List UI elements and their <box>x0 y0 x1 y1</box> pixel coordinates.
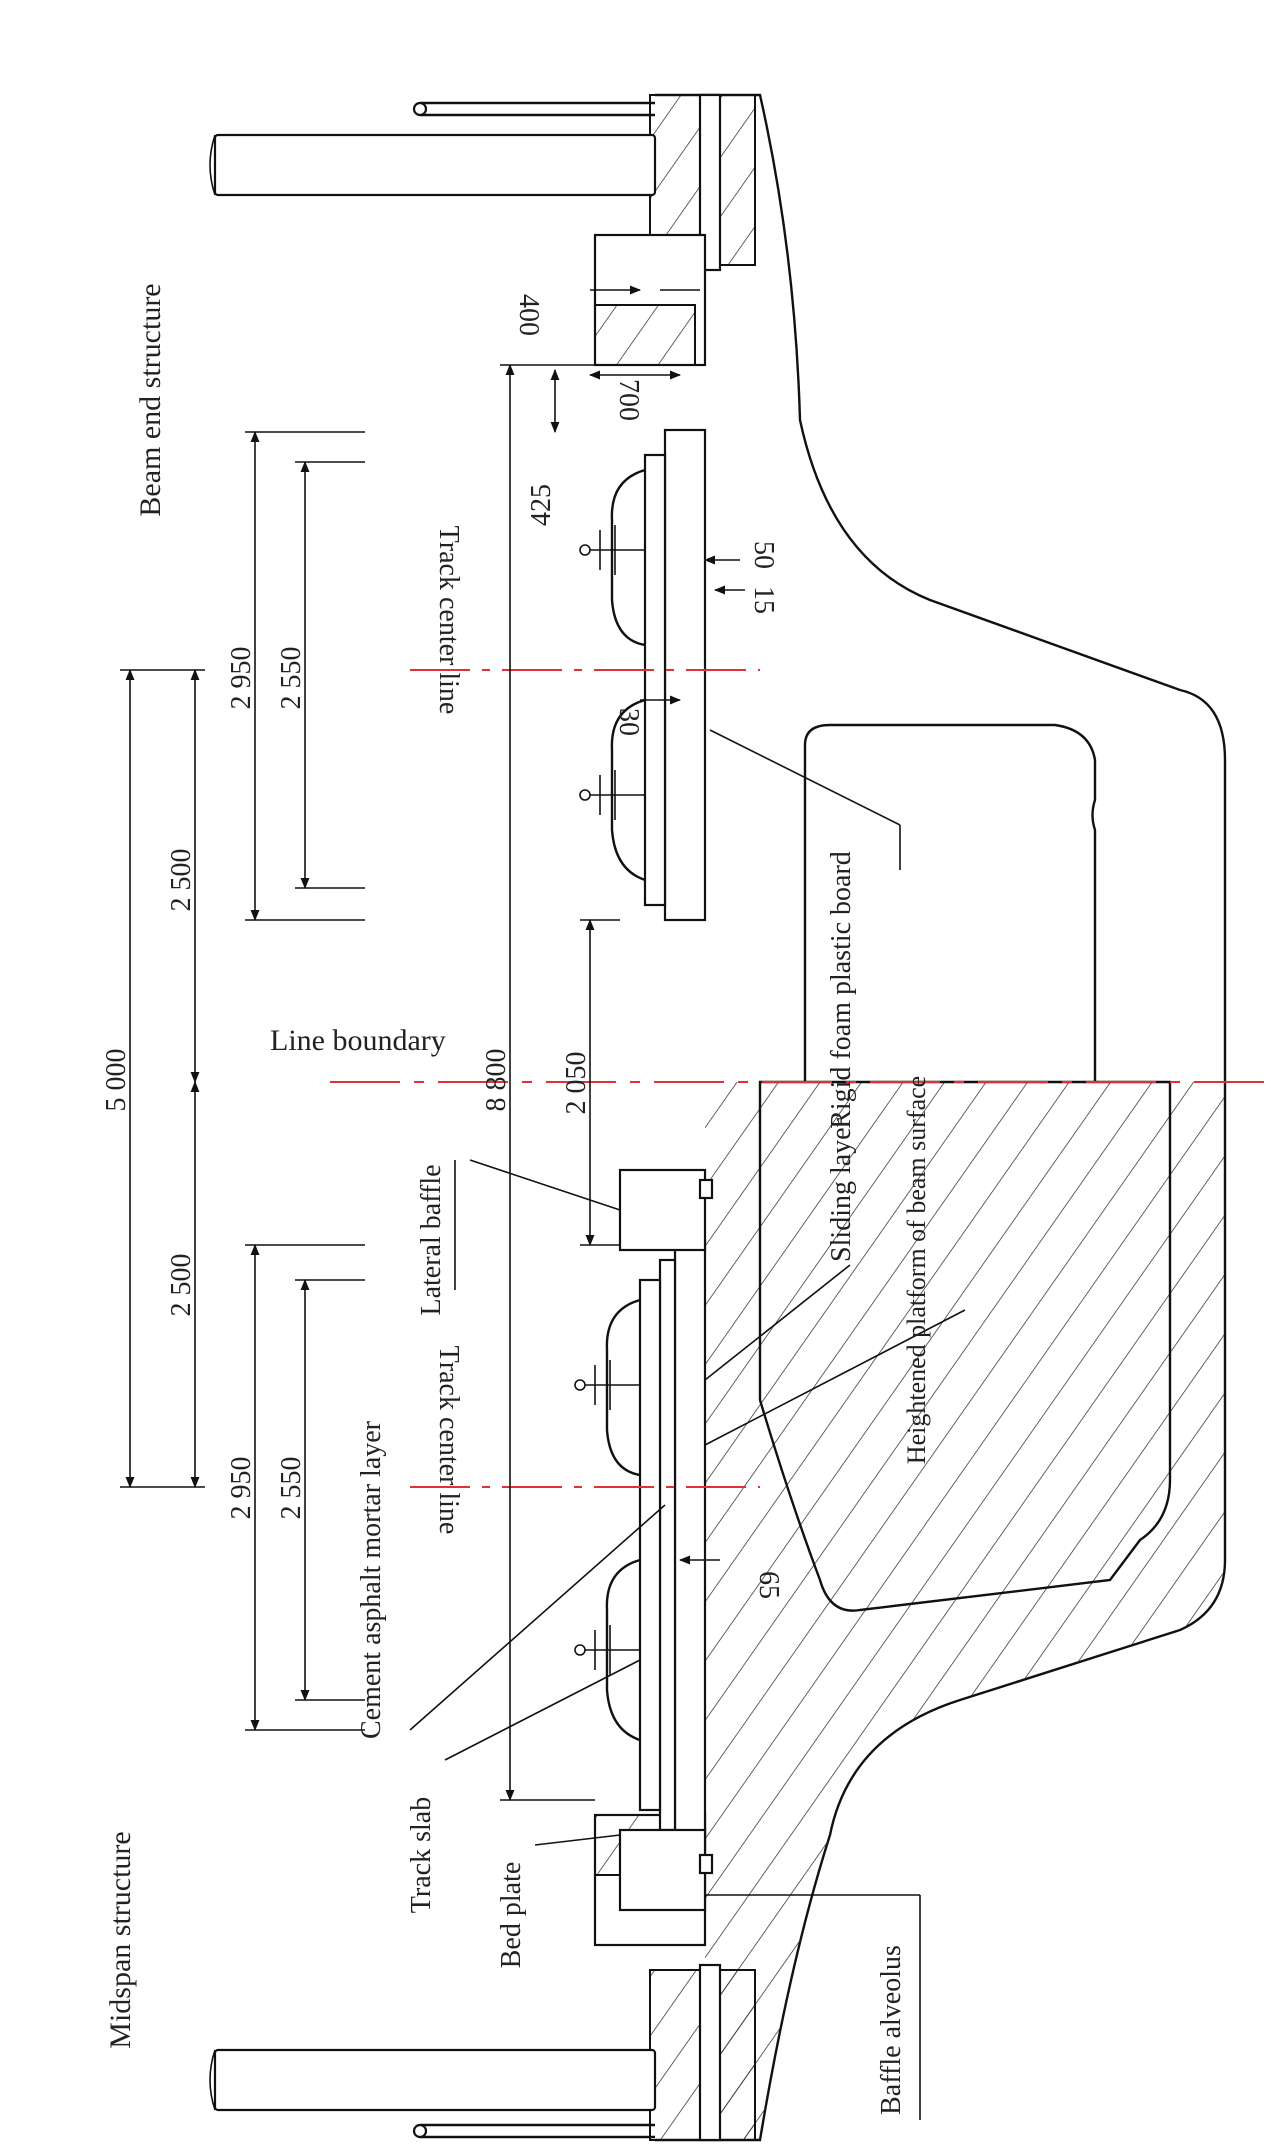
dim-700: 700 <box>613 379 644 421</box>
dim-5000: 5 000 <box>101 1049 132 1112</box>
dimension-texts: 5 000 2 500 2 500 2 950 2 550 2 950 2 55… <box>101 294 784 1599</box>
dim-2950-top: 2 950 <box>226 647 257 710</box>
dim-8800: 8 800 <box>481 1049 512 1112</box>
sliding-layer-label: Sliding layer <box>826 1117 857 1262</box>
rigid-foam-label: Rigid foam plastic board <box>826 851 857 1129</box>
dim-2550-top: 2 550 <box>276 647 307 710</box>
bed-plate-label: Bed plate <box>496 1862 527 1969</box>
beam-end-label: Beam end structure <box>134 283 167 516</box>
baffle-alveolus-label: Baffle alveolus <box>876 1945 907 2115</box>
midspan-label: Midspan structure <box>104 1831 137 2048</box>
dim-425: 425 <box>526 484 557 526</box>
heightened-platform-label: Heightened platform of beam surface <box>902 1076 931 1464</box>
box-girder <box>649 93 1227 2142</box>
dim-2550-bottom: 2 550 <box>276 1457 307 1520</box>
parapet-top <box>209 101 707 367</box>
center-lines <box>330 669 1270 1488</box>
dim-2500-top: 2 500 <box>166 849 197 912</box>
line-boundary-label: Line boundary <box>270 1024 446 1057</box>
dim-2500-bottom: 2 500 <box>166 1254 197 1317</box>
dim-2950-bottom: 2 950 <box>226 1457 257 1520</box>
lateral-baffle-block <box>618 1168 707 1252</box>
concrete-hatch-region <box>705 1082 1225 2140</box>
lateral-baffle-label: Lateral baffle <box>416 1164 447 1315</box>
lateral-baffle-block <box>618 1828 707 1912</box>
dim-65: 65 <box>753 1571 784 1599</box>
cement-asphalt-label: Cement asphalt mortar layer <box>356 1420 387 1739</box>
track-center-label-top: Track center line <box>433 526 464 715</box>
dim-2050: 2 050 <box>561 1052 592 1115</box>
track-slab-bottom <box>574 1168 714 1912</box>
track-center-label-bottom: Track center line <box>433 1346 464 1535</box>
label-beam-end: Beam end structure <box>134 283 167 516</box>
track-slab-top <box>579 428 707 922</box>
dim-30: 30 <box>613 708 644 736</box>
dim-15: 15 <box>748 586 779 614</box>
track-slab-label: Track slab <box>406 1797 437 1913</box>
leader-lines <box>409 729 966 2120</box>
dimension-lines <box>120 285 745 1802</box>
dim-400: 400 <box>513 294 544 336</box>
dim-50: 50 <box>748 541 779 569</box>
label-midspan: Midspan structure <box>104 1831 137 2048</box>
